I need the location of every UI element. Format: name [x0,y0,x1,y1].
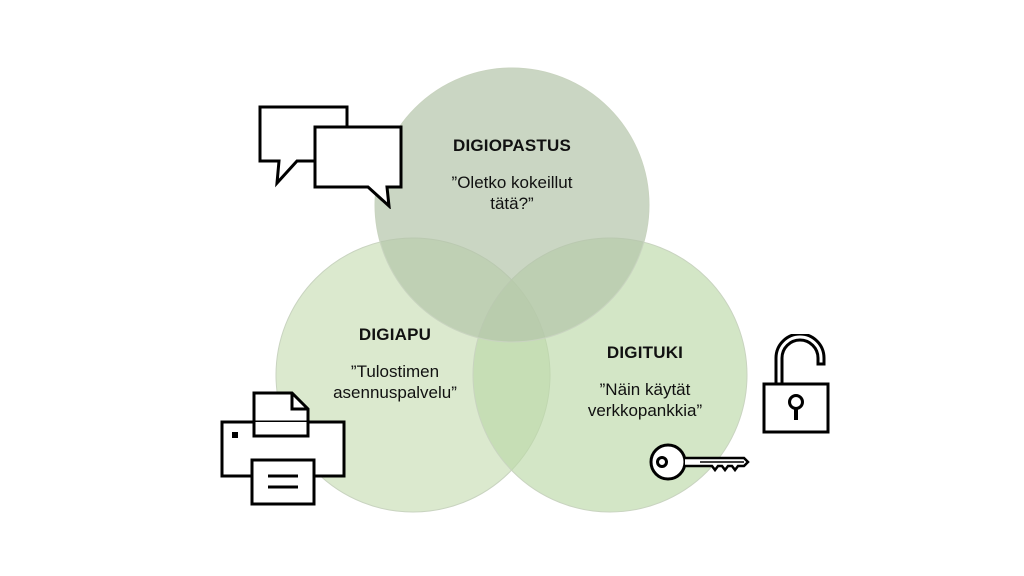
digiopastus-title: DIGIOPASTUS [452,136,572,155]
digituki-quote-line2: verkkopankkia” [587,401,703,420]
padlock-open-icon [762,334,830,434]
digiapu-quote-line2: asennuspalvelu” [333,383,457,402]
digiopastus-label: DIGIOPASTUS ”Oletko kokeillut tätä?” [412,136,612,214]
digiapu-quote-line1: ”Tulostimen [350,362,440,381]
printer-icon [220,391,346,506]
digituki-title: DIGITUKI [606,343,684,362]
speech-bubbles-icon [258,105,403,209]
circle-digiopastus [374,67,650,343]
digiapu-label: DIGIAPU ”Tulostimen asennuspalvelu” [300,325,490,403]
digiopastus-quote-line2: tätä?” [490,194,534,213]
digituki-label: DIGITUKI ”Näin käytät verkkopankkia” [550,343,740,421]
digiopastus-quote-line1: ”Oletko kokeillut [451,173,573,192]
digiapu-title: DIGIAPU [358,325,432,344]
key-icon [649,443,750,481]
digituki-quote-line1: ”Näin käytät [599,380,691,399]
